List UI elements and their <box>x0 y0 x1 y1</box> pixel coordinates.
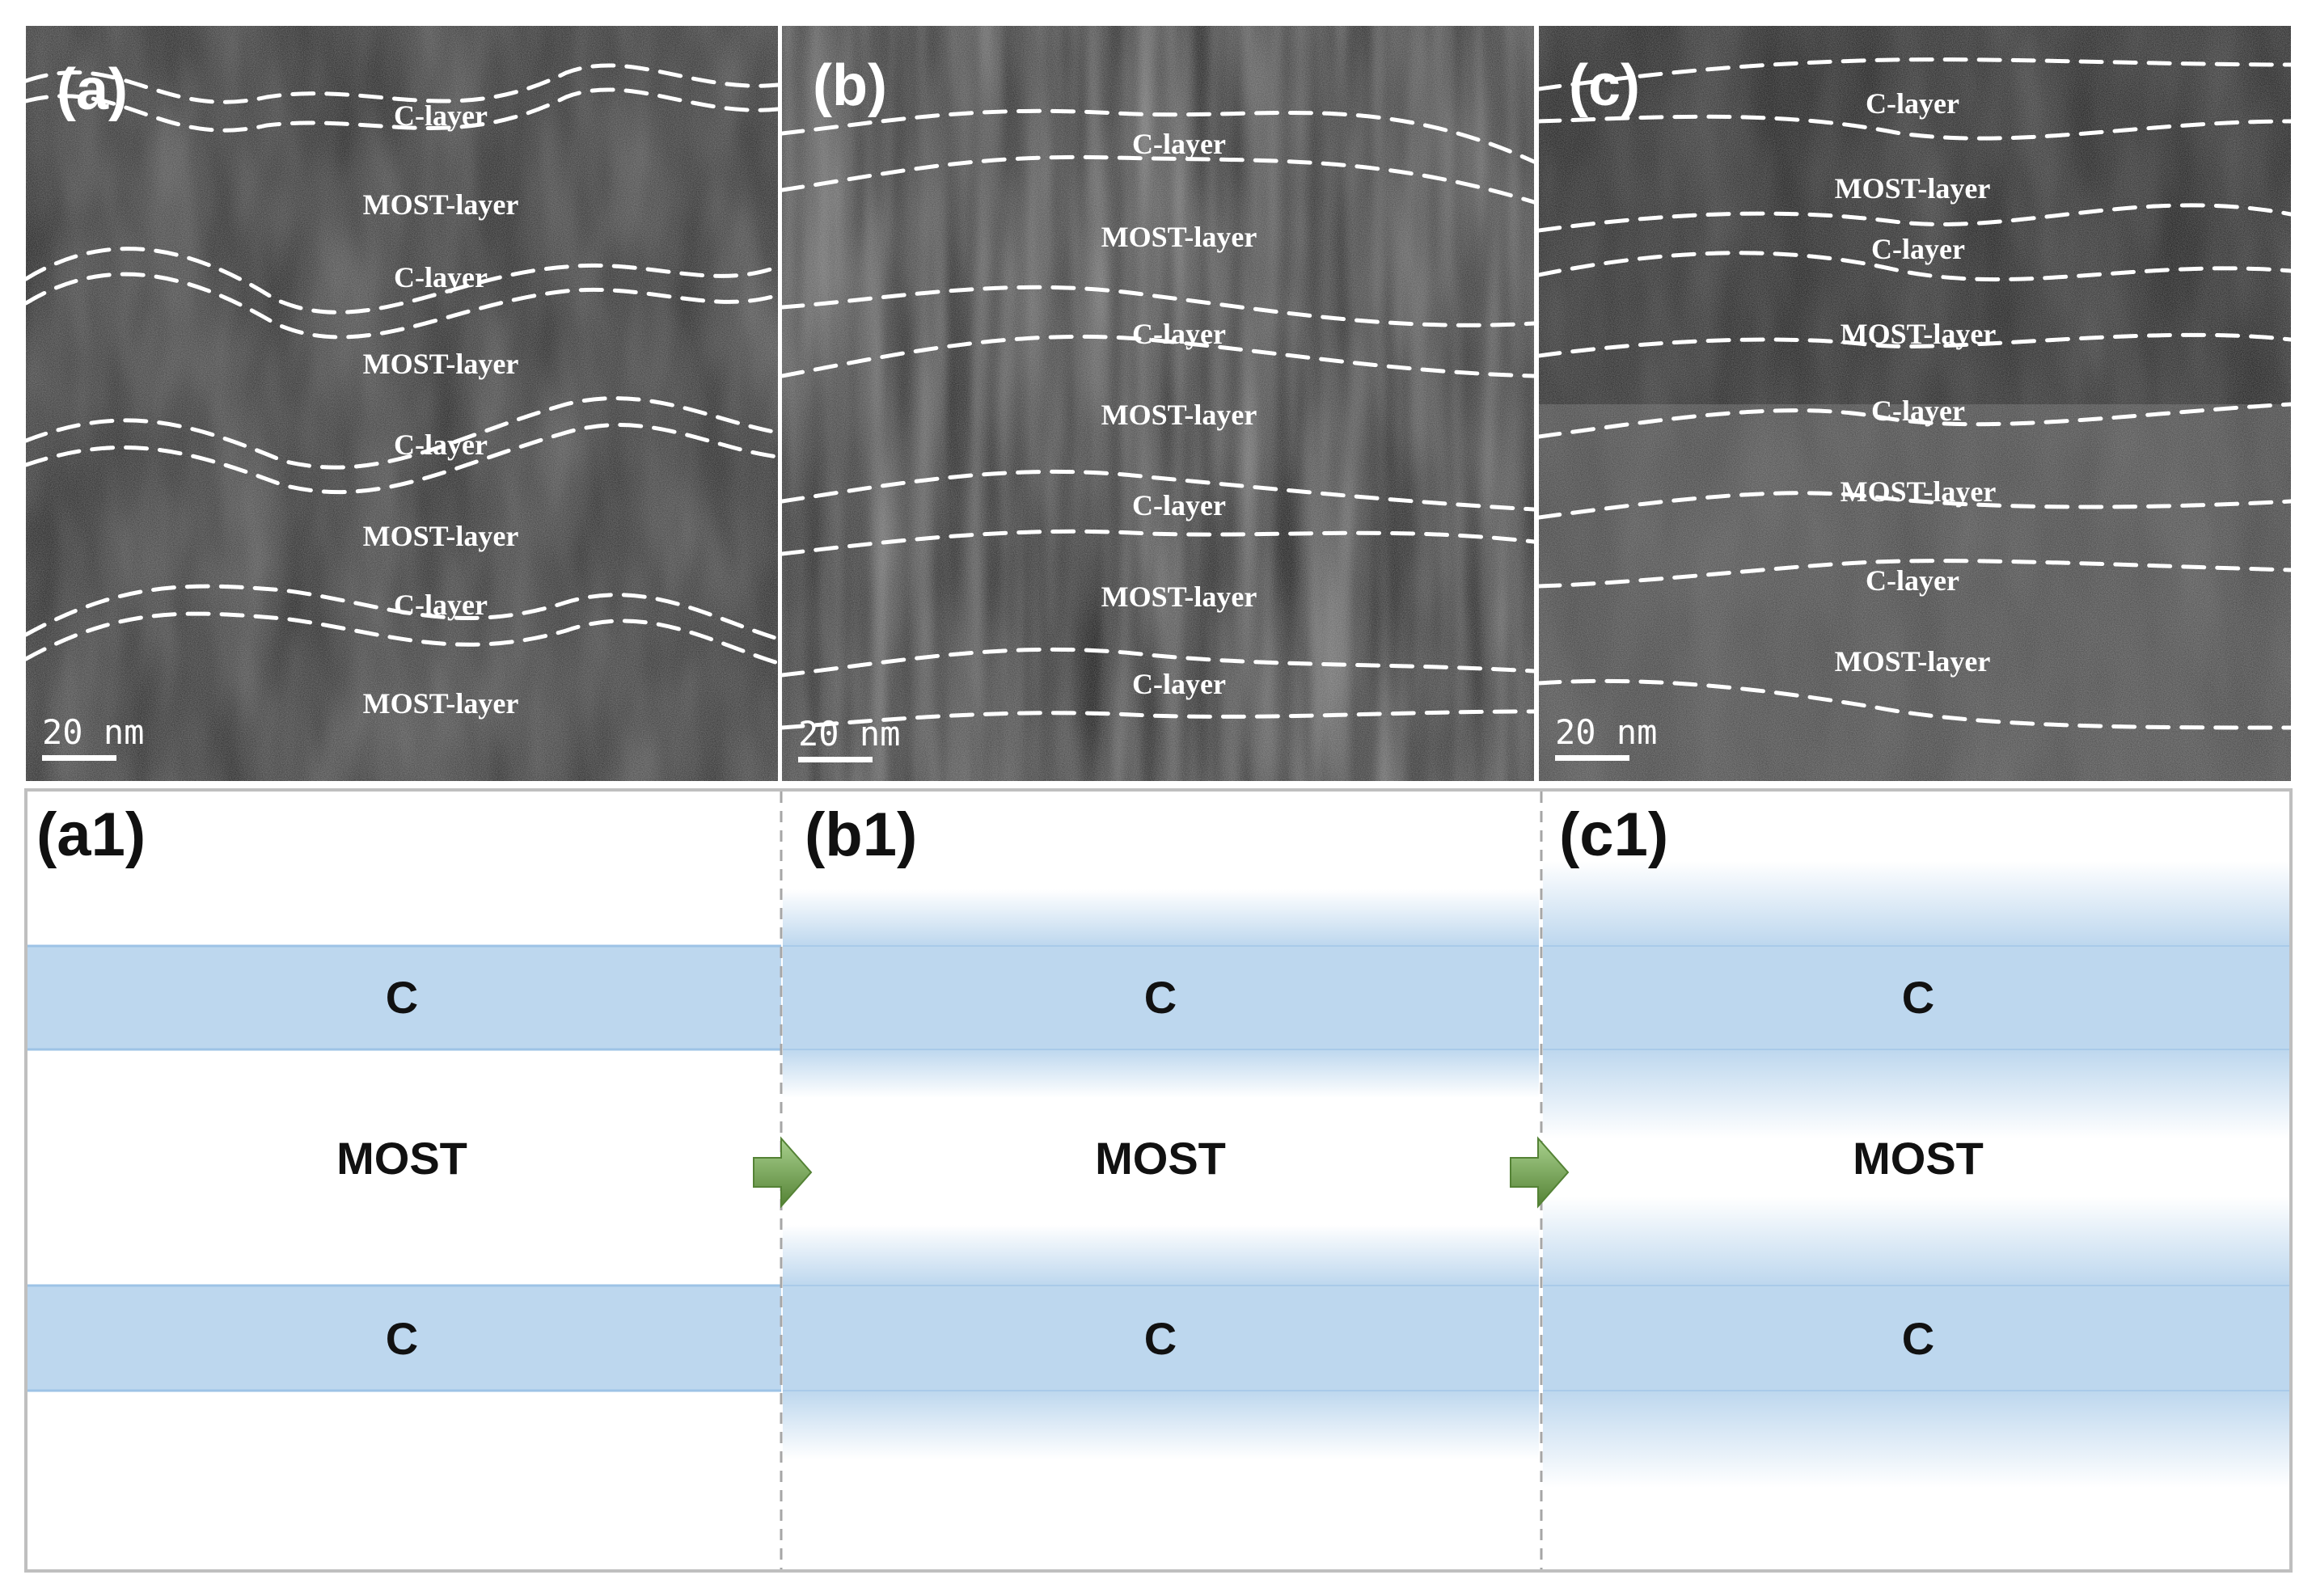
layer-label: C-layer <box>1132 318 1226 350</box>
c-layer-label: C <box>386 1313 418 1364</box>
layer-label: C-layer <box>1132 489 1226 521</box>
layer-label: MOST-layer <box>1101 221 1257 253</box>
em-panel-a: (a) C-layer MOST-layer C-layer MOST-laye… <box>26 26 778 781</box>
layer-label: MOST-layer <box>363 188 519 221</box>
panel-label: (a1) <box>36 800 146 869</box>
panel-label: (c) <box>1569 53 1640 118</box>
most-layer-label: MOST <box>1095 1133 1226 1184</box>
layer-label: C-layer <box>1132 128 1226 160</box>
most-layer-label: MOST <box>1853 1133 1984 1184</box>
c-layer-band <box>27 946 781 1049</box>
layer-label: MOST-layer <box>363 348 519 380</box>
scale-bar-label: 20 nm <box>798 714 900 754</box>
c-layer-label: C <box>1902 972 1934 1023</box>
c-layer-label: C <box>1902 1313 1934 1364</box>
layer-label: C-layer <box>1871 233 1965 265</box>
c-layer-band <box>783 946 1539 1049</box>
c-layer-band <box>1543 1286 2289 1391</box>
layer-boundaries <box>782 108 1534 730</box>
panel-label: (b1) <box>805 800 917 869</box>
layer-label: C-layer <box>394 99 488 132</box>
layer-label: C-layer <box>1132 668 1226 700</box>
layer-label: MOST-layer <box>363 687 519 720</box>
panel-label: (b) <box>813 53 887 118</box>
arrow-right-icon <box>753 1136 813 1209</box>
schematic-panel-a1: (a1) C MOST C <box>27 800 781 1392</box>
c-layer-band <box>1543 946 2289 1049</box>
panel-label: (a) <box>57 57 128 122</box>
layer-label: MOST-layer <box>1101 581 1257 613</box>
c-layer-label: C <box>386 972 418 1023</box>
scale-bar: 20 nm <box>42 712 144 761</box>
c-layer-label: C <box>1144 1313 1177 1364</box>
layer-boundaries <box>26 63 778 665</box>
layer-label: MOST-layer <box>363 520 519 552</box>
em-panel-b: (b) C-layer MOST-layer C-layer MOST-laye… <box>782 26 1534 781</box>
schematic-panel-c1: (c1) C MOST C <box>1543 800 2289 1488</box>
c-layer-band <box>27 1286 781 1391</box>
c-layer-label: C <box>1144 972 1177 1023</box>
panel-divider <box>1534 26 1539 781</box>
layer-label: C-layer <box>394 589 488 621</box>
layer-label: MOST-layer <box>1841 475 1997 508</box>
scale-bar-label: 20 nm <box>1555 712 1657 752</box>
layer-boundaries <box>1539 57 2291 730</box>
scale-bar: 20 nm <box>1555 712 1657 761</box>
panel-divider <box>778 26 782 781</box>
layer-label: MOST-layer <box>1841 318 1997 350</box>
layer-label: C-layer <box>394 261 488 293</box>
most-layer-label: MOST <box>336 1133 467 1184</box>
panel-label: (c1) <box>1559 800 1668 869</box>
layer-label: MOST-layer <box>1835 172 1991 205</box>
scale-bar: 20 nm <box>798 714 900 762</box>
c-layer-band <box>783 1286 1539 1391</box>
layer-label: C-layer <box>1866 87 1959 120</box>
scale-bar-label: 20 nm <box>42 712 144 752</box>
schematic-row: (a1) C MOST C (b1) C MOST C <box>24 788 2293 1573</box>
layer-label: MOST-layer <box>1835 645 1991 678</box>
arrow-right-icon <box>1510 1136 1570 1209</box>
em-panel-c: (c) C-layer MOST-layer C-layer MOST-laye… <box>1539 26 2291 781</box>
layer-label: C-layer <box>1866 564 1959 597</box>
schematic-panel-b1: (b1) C MOST C <box>783 800 1539 1459</box>
layer-label: C-layer <box>394 429 488 461</box>
layer-label: C-layer <box>1871 395 1965 427</box>
layer-label: MOST-layer <box>1101 399 1257 431</box>
